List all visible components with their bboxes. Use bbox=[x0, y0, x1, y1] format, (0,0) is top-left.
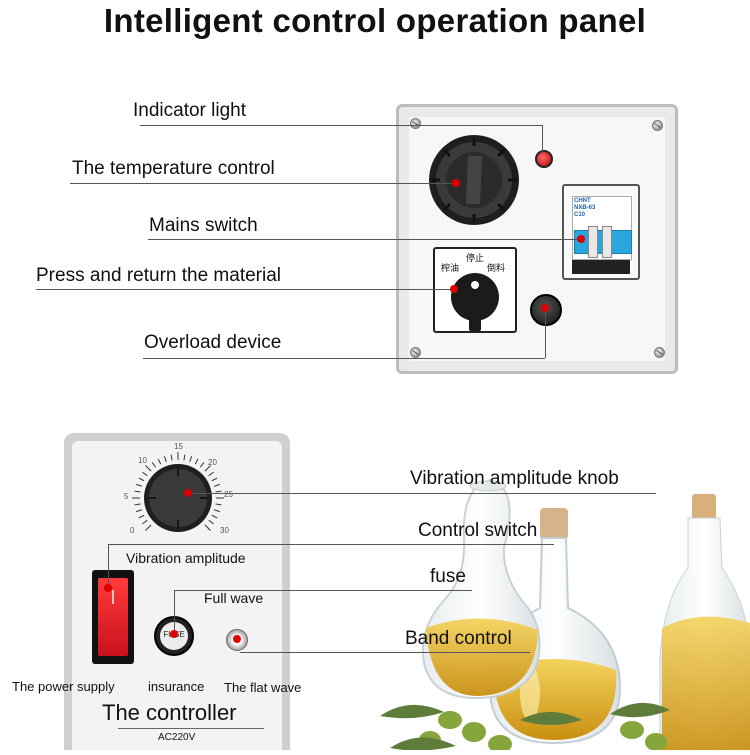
dial-tick-mark bbox=[134, 503, 141, 506]
marker-dot bbox=[577, 235, 585, 243]
selector-press-label: 榨油 bbox=[441, 263, 460, 273]
controller-label: The controller bbox=[102, 700, 237, 725]
dial-tick-20: 20 bbox=[208, 458, 217, 467]
dial-tick-15: 15 bbox=[174, 442, 183, 451]
indicator-light-label: Indicator light bbox=[133, 100, 247, 121]
material-selector-switch[interactable]: 停止 榨油 倒料 bbox=[433, 247, 517, 333]
dial-tick-mark bbox=[199, 462, 205, 468]
selector-stop-label: 停止 bbox=[465, 253, 484, 263]
marker-dot bbox=[233, 635, 241, 643]
olive-oil-image bbox=[370, 458, 750, 753]
marker-dot bbox=[184, 489, 192, 497]
leader-line bbox=[174, 590, 472, 591]
marker-dot bbox=[450, 285, 458, 293]
voltage-label: AC220V bbox=[158, 732, 196, 743]
mains-breaker[interactable]: CHNT NXB-63 C10 bbox=[562, 184, 640, 280]
dial-tick-mark bbox=[135, 509, 143, 513]
full-wave-label: Full wave bbox=[204, 590, 264, 606]
marker-dot bbox=[541, 304, 549, 312]
leader-line bbox=[108, 544, 109, 588]
divider bbox=[118, 728, 264, 729]
leader-line bbox=[148, 239, 580, 240]
leader-line bbox=[108, 544, 554, 545]
dial-tick-mark bbox=[145, 524, 152, 531]
vibration-knob-label: Vibration amplitude knob bbox=[410, 468, 619, 489]
indicator-light bbox=[535, 150, 553, 168]
screw-icon bbox=[652, 120, 663, 131]
dial-tick-mark bbox=[138, 477, 145, 482]
leader-line bbox=[36, 289, 454, 290]
band-control-label: Band control bbox=[405, 628, 512, 649]
power-rocker-switch[interactable] bbox=[92, 570, 134, 664]
marker-dot bbox=[452, 179, 460, 187]
leader-line bbox=[174, 590, 175, 632]
overload-device[interactable] bbox=[530, 294, 562, 326]
dial-tick-mark bbox=[204, 465, 211, 472]
leader-line bbox=[70, 183, 456, 184]
selector-return-label: 倒料 bbox=[487, 263, 506, 273]
dial-tick-mark bbox=[211, 477, 218, 482]
temperature-control-knob[interactable] bbox=[428, 134, 520, 226]
breaker-model: NXB-63 bbox=[574, 205, 596, 211]
power-supply-label: The power supply bbox=[12, 679, 115, 694]
dial-tick-mark bbox=[208, 519, 214, 525]
leader-line bbox=[143, 358, 545, 359]
dial-tick-mark bbox=[215, 490, 222, 493]
marker-dot bbox=[104, 584, 112, 592]
screw-icon bbox=[654, 347, 665, 358]
fuse-label: fuse bbox=[430, 566, 466, 587]
dial-tick-mark bbox=[194, 458, 199, 465]
leader-line bbox=[140, 125, 542, 126]
temperature-control-label: The temperature control bbox=[72, 158, 275, 179]
dial-tick-mark bbox=[170, 454, 173, 461]
dial-tick-30: 30 bbox=[220, 526, 229, 535]
marker-dot bbox=[170, 630, 178, 638]
leader-line bbox=[542, 125, 543, 153]
leader-line bbox=[545, 308, 546, 358]
dial-tick-mark bbox=[145, 465, 152, 472]
dial-tick-mark bbox=[163, 455, 167, 463]
dial-tick-mark bbox=[211, 514, 218, 519]
vibration-amplitude-dial[interactable]: 15 10 20 5 25 0 30 bbox=[120, 442, 236, 546]
screw-icon bbox=[410, 118, 421, 129]
dial-tick-0: 0 bbox=[130, 526, 135, 535]
overload-device-label: Overload device bbox=[144, 332, 282, 353]
vibration-amplitude-label: Vibration amplitude bbox=[126, 550, 246, 566]
dial-tick-mark bbox=[183, 454, 186, 461]
mains-switch-label: Mains switch bbox=[149, 215, 258, 236]
dial-tick-mark bbox=[135, 483, 143, 487]
dial-tick-mark bbox=[208, 471, 214, 477]
dial-tick-mark bbox=[157, 458, 162, 465]
page-title: Intelligent control operation panel bbox=[103, 2, 647, 39]
dial-tick-10: 10 bbox=[138, 456, 147, 465]
dial-tick-25: 25 bbox=[224, 490, 233, 499]
dial-tick-mark bbox=[204, 524, 211, 531]
dial-tick-5: 5 bbox=[124, 492, 129, 501]
screw-icon bbox=[410, 347, 421, 358]
dial-tick-mark bbox=[134, 490, 141, 493]
dial-tick-mark bbox=[142, 471, 148, 477]
breaker-brand: CHNT bbox=[574, 198, 591, 204]
leader-line bbox=[240, 652, 530, 653]
dial-tick-mark bbox=[213, 483, 221, 487]
press-return-label: Press and return the material bbox=[36, 265, 282, 286]
leader-line bbox=[188, 493, 656, 494]
insurance-label: insurance bbox=[148, 679, 205, 694]
dial-tick-mark bbox=[151, 462, 157, 468]
dial-tick-mark bbox=[189, 455, 193, 463]
dial-tick-mark bbox=[215, 503, 222, 506]
dial-tick-mark bbox=[138, 514, 145, 519]
control-switch-label: Control switch bbox=[418, 520, 538, 541]
flat-wave-label: The flat wave bbox=[224, 680, 302, 695]
dial-tick-mark bbox=[213, 509, 221, 513]
breaker-rating: C10 bbox=[574, 212, 586, 218]
dial-tick-mark bbox=[142, 519, 148, 525]
